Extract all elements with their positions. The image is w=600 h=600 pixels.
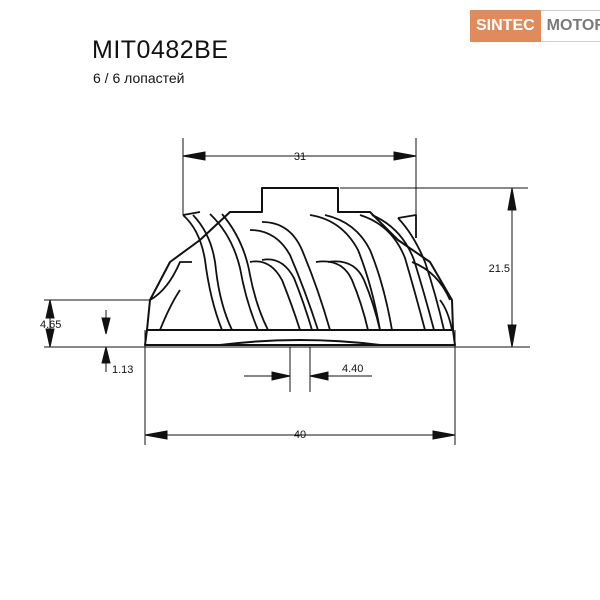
arrow-down-icon [507,324,517,348]
brand-logo: SINTEC MOTORS [470,10,600,42]
dim-label-base-width: 40 [294,429,306,441]
blade-count: 6 / 6 лопастей [93,70,185,86]
arrow-left-icon [182,151,206,161]
brand-name-sintec: SINTEC [470,10,541,42]
dim-label-top-width: 31 [294,151,306,163]
arrow-up-icon [45,299,55,319]
wheel-body [144,187,456,346]
arrow-right-icon [393,151,417,161]
dim-label-bore: 4.40 [342,363,363,375]
arrow-left-icon [144,430,168,440]
arrow-up-icon [507,187,517,211]
arrow-right-icon [271,371,291,381]
arrow-down-icon [101,317,111,335]
dim-label-height: 21.5 [489,263,510,275]
arrow-down-icon [45,328,55,348]
wheel-blades [149,211,453,331]
dim-label-base-offset: 1.13 [112,364,133,376]
arrow-right-icon [432,430,456,440]
dim-label-hub-height: 4.65 [40,319,61,331]
arrow-up-icon [101,346,111,364]
arrow-left-icon [309,371,329,381]
part-code: MIT0482BE [92,36,229,64]
brand-name-motors: MOTORS [540,10,600,42]
